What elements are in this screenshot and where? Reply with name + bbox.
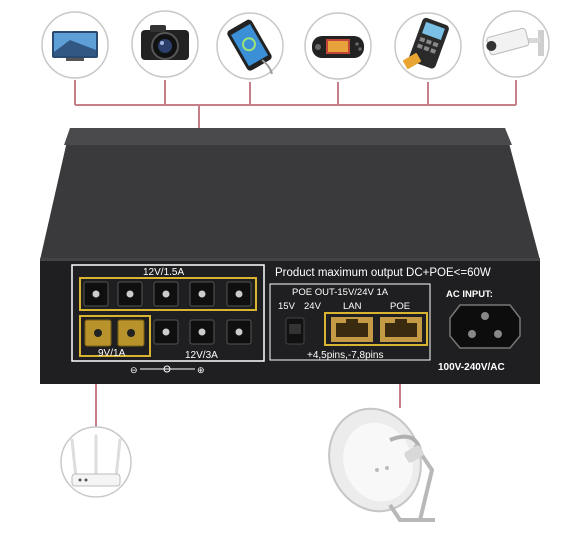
- rj45-frame: [324, 312, 428, 346]
- dc-jack[interactable]: [92, 290, 100, 298]
- label-9v-1a: 9V/1A: [98, 348, 126, 359]
- dc-jack[interactable]: [162, 290, 170, 298]
- dc-output-panel: 12V/1.5A 9V/1A 12V/3A ⊖ ⊕: [71, 264, 265, 375]
- dc-jack-row-yellow: [84, 319, 145, 347]
- label-12v-1-5a: 12V/1.5A: [143, 267, 184, 278]
- satellite-dish-icon: [328, 407, 435, 522]
- cctv-camera-icon: [482, 10, 550, 78]
- dc-output-frame: [71, 264, 265, 362]
- dc-jack[interactable]: [235, 328, 243, 336]
- dc-jack[interactable]: [235, 290, 243, 298]
- lan-label: LAN: [343, 301, 362, 312]
- poe-frame: [269, 283, 431, 361]
- smartphone-icon: [216, 12, 284, 80]
- ac-power-socket[interactable]: [449, 304, 521, 349]
- camera-icon: [131, 10, 199, 78]
- lan-port[interactable]: [331, 317, 373, 342]
- max-output-label: Product maximum output DC+POE<=60W: [275, 267, 491, 279]
- poe-label: POE: [390, 301, 410, 312]
- yellow-row-frame: [79, 315, 151, 357]
- ac-input-panel: AC INPUT: 100V-240V/AC: [438, 289, 521, 373]
- top-row-frame: [79, 277, 257, 311]
- polarity-center-icon: [163, 365, 171, 373]
- dc-jack[interactable]: [126, 290, 134, 298]
- dc-jack[interactable]: [198, 328, 206, 336]
- polarity-plus-icon: ⊕: [197, 365, 205, 375]
- poe-out-label: POE OUT-15V/24V 1A: [292, 287, 389, 298]
- wifi-router-icon: [60, 426, 132, 498]
- ac-voltage-label: 100V-240V/AC: [438, 362, 505, 373]
- tv-icon: [41, 11, 109, 79]
- switch-24v-label: 24V: [304, 301, 322, 312]
- dc-jack-row-bottom: [153, 319, 252, 345]
- poe-port[interactable]: [380, 317, 422, 342]
- pins-label: +4,5pins,-7,8pins: [307, 350, 383, 361]
- payment-terminal-icon: [394, 12, 462, 80]
- poe-panel: POE OUT-15V/24V 1A 15V 24V LAN POE +4,5p…: [269, 283, 431, 361]
- dc-jack-9v[interactable]: [127, 329, 135, 337]
- dc-jack[interactable]: [162, 328, 170, 336]
- polarity-indicator: ⊖ ⊕: [130, 365, 205, 375]
- dc-jack-9v[interactable]: [94, 329, 102, 337]
- label-12v-3a: 12V/3A: [185, 350, 218, 361]
- ac-input-label: AC INPUT:: [446, 289, 493, 300]
- game-console-icon: [304, 12, 372, 80]
- switch-15v-label: 15V: [278, 301, 296, 312]
- dc-jack[interactable]: [198, 290, 206, 298]
- dc-jack-row-top: [83, 281, 252, 307]
- polarity-minus-icon: ⊖: [130, 365, 138, 375]
